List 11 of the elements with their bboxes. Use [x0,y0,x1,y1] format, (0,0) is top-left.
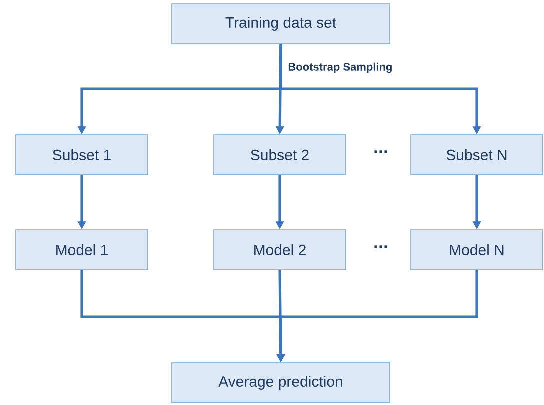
process-box: Model 1 [16,230,148,270]
ellipsis-dots: ... [374,150,388,154]
process-box: Model 2 [214,230,346,270]
ellipsis-dots: ... [374,246,388,248]
process-box: Subset 1 [16,134,148,176]
edge-label: Bootstrap Sampling [287,62,394,74]
process-box: Subset N [410,134,544,176]
process-box: Average prediction [172,362,390,404]
process-box: Training data set [172,4,390,44]
process-box: Subset 2 [214,134,346,176]
process-box: Model N [410,230,544,270]
